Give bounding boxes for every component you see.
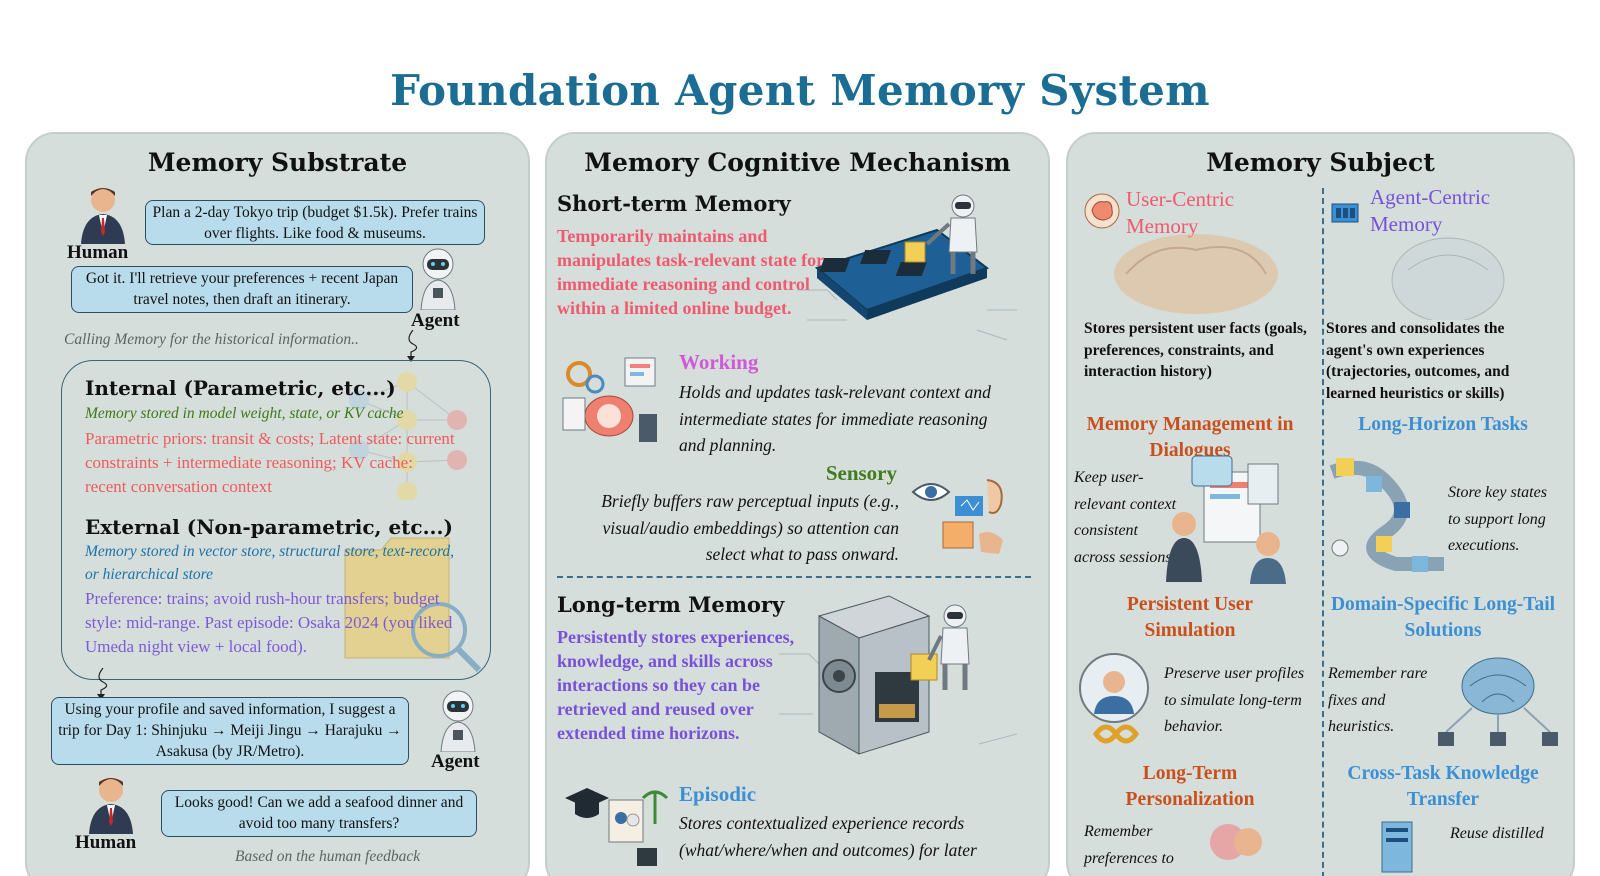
folder-magnifier-icon	[344, 537, 482, 673]
memory-subject-panel: Memory Subject User-Centric Memory Store…	[1066, 132, 1575, 876]
persistent-simulation-description: Preserve user profiles to simulate long-…	[1164, 665, 1305, 735]
brain-network-icon	[1438, 657, 1558, 746]
page-title: Foundation Agent Memory System	[390, 66, 1210, 115]
internal-body: Parametric priors: transit & costs; Late…	[85, 429, 455, 496]
memory-mechanism-panel: Memory Cognitive Mechanism Short-term Me…	[545, 132, 1050, 876]
calling-memory-note: Calling Memory for the historical inform…	[64, 331, 359, 348]
cross-task-description: Reuse distilled	[1450, 825, 1544, 842]
long-horizon-pipeline-icon	[1329, 458, 1444, 572]
brain-illustration	[1114, 234, 1278, 314]
connector-arrow-icon	[407, 330, 418, 362]
robot-agent-icon	[440, 690, 476, 752]
user-profile-infinity-icon	[1079, 653, 1149, 744]
robot-agent-icon	[420, 248, 456, 310]
subject-divider	[1322, 188, 1324, 876]
episodic-description: Stores contextualized experience records…	[679, 813, 977, 860]
sensory-heading: Sensory	[825, 461, 897, 485]
long-horizon-description: Store key states to support long executi…	[1448, 484, 1547, 554]
memory-storage-box	[61, 360, 491, 680]
external-body: Preference: trains; avoid rush-hour tran…	[85, 589, 453, 656]
human-avatar-icon	[81, 188, 125, 244]
agent-message-bubble: Got it. I'll retrieve your preferences +…	[71, 266, 413, 313]
human-label: Human	[75, 832, 137, 853]
agent-label: Agent	[411, 310, 460, 331]
memory-divider	[557, 576, 1031, 578]
memory-substrate-panel: Memory Substrate Human Plan a 2-day Toky…	[25, 132, 530, 876]
vault-robot-icon	[779, 595, 1018, 755]
personalization-icon	[1210, 824, 1262, 860]
long-tail-heading: Domain-Specific Long-Tail Solutions	[1330, 594, 1556, 641]
episodic-heading: Episodic	[679, 782, 757, 806]
human-feedback-bubble: Looks good! Can we add a seafood dinner …	[161, 790, 477, 837]
human-avatar-icon	[89, 778, 133, 834]
long-horizon-heading: Long-Horizon Tasks	[1358, 414, 1528, 435]
working-heading: Working	[679, 350, 759, 374]
long-term-description: Persistently stores experiences, knowled…	[557, 627, 795, 743]
robot-head-illustration	[1391, 237, 1505, 320]
memory-management-description: Keep user-relevant context consistent ac…	[1074, 469, 1177, 566]
short-term-heading: Short-term Memory	[557, 191, 791, 216]
internal-heading: Internal (Parametric, etc...)	[85, 376, 396, 400]
agent-chip-icon	[1331, 203, 1359, 223]
server-icon	[1381, 821, 1413, 873]
human-message-bubble: Plan a 2-day Tokyo trip (budget $1.5k). …	[145, 200, 485, 245]
subject-title: Memory Subject	[1206, 148, 1435, 177]
dialogue-people-icon	[1166, 455, 1286, 584]
sensory-description: Briefly buffers raw perceptual inputs (e…	[601, 491, 899, 564]
personalization-description: Remember preferences to	[1084, 823, 1174, 867]
ram-chip-robot-icon	[797, 194, 1017, 341]
working-description: Holds and updates task-relevant context …	[679, 382, 991, 455]
agent-centric-heading: Agent-Centric Memory	[1370, 185, 1491, 236]
working-memory-icon	[562, 357, 657, 442]
external-subtitle: Memory stored in vector store, structura…	[85, 543, 455, 583]
short-term-description: Temporarily maintains and manipulates ta…	[557, 226, 824, 318]
agent-itinerary-bubble: Using your profile and saved information…	[51, 697, 409, 765]
user-brain-icon	[1084, 193, 1120, 229]
user-centric-description: Stores persistent user facts (goals, pre…	[1084, 320, 1307, 380]
episodic-memory-icon	[565, 788, 669, 866]
substrate-title: Memory Substrate	[147, 148, 408, 177]
long-tail-description: Remember rare fixes and heuristics.	[1328, 665, 1428, 735]
mechanism-title: Memory Cognitive Mechanism	[584, 148, 1011, 177]
persistent-simulation-heading: Persistent User Simulation	[1126, 594, 1254, 641]
external-heading: External (Non-parametric, etc...)	[85, 515, 453, 539]
cross-task-heading: Cross-Task Knowledge Transfer	[1347, 763, 1539, 810]
neural-network-icon	[349, 372, 467, 500]
sensory-input-icon	[911, 479, 1003, 554]
internal-subtitle: Memory stored in model weight, state, or…	[85, 405, 404, 422]
user-centric-heading: User-Centric Memory	[1126, 187, 1235, 238]
personalization-heading: Long-Term Personalization	[1125, 763, 1255, 810]
agent-centric-description: Stores and consolidates the agent's own …	[1326, 320, 1510, 402]
feedback-note: Based on the human feedback	[235, 848, 421, 865]
human-label: Human	[67, 242, 129, 263]
agent-label: Agent	[431, 751, 480, 772]
long-term-heading: Long-term Memory	[557, 592, 785, 617]
